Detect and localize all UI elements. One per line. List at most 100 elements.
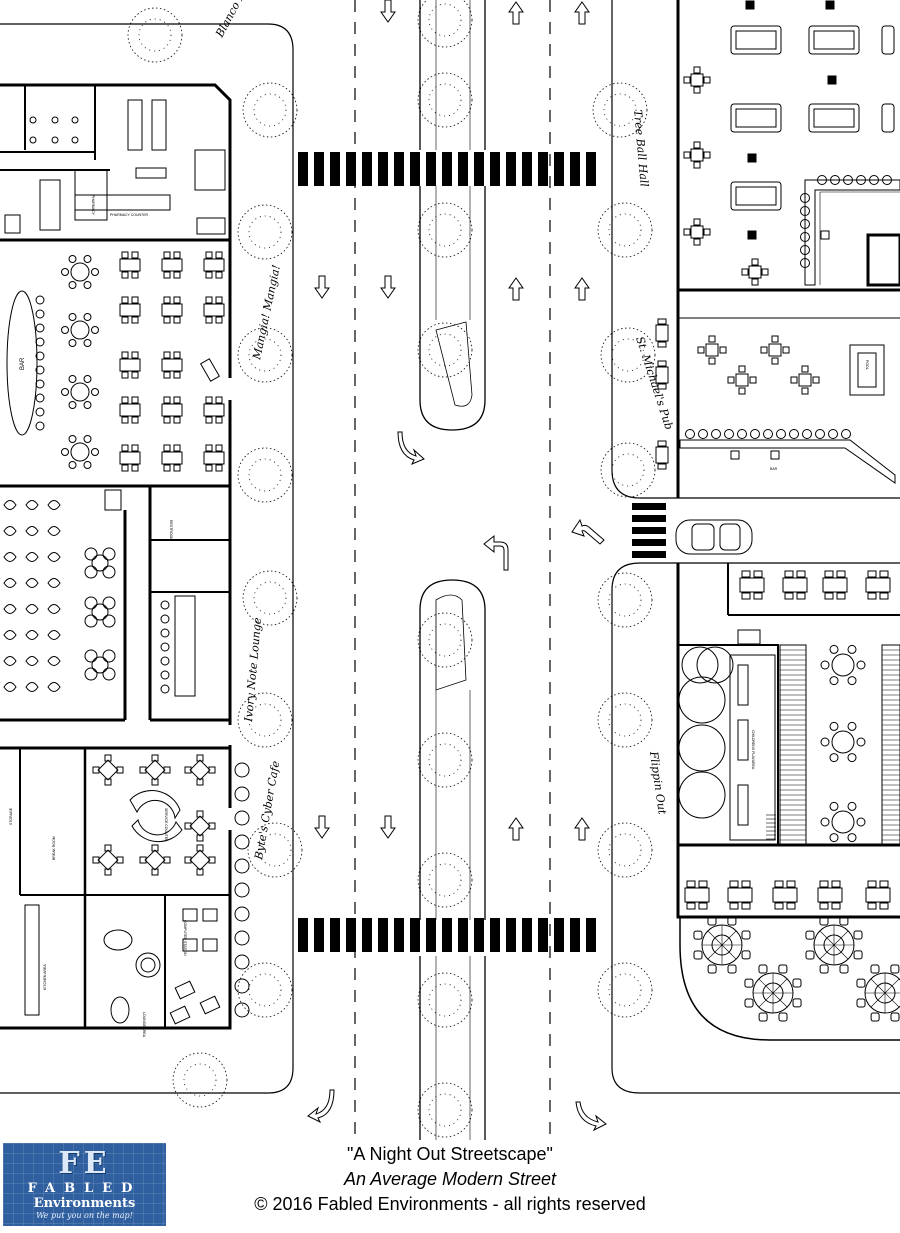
tree-canopy [417,0,473,48]
chair [173,416,181,424]
chair [208,856,216,864]
tree-canopy [237,692,293,748]
tree-canopy-inner [608,703,642,737]
umbrella-rib [707,930,723,946]
chair [820,660,830,670]
pool-table-felt [735,108,777,128]
tree-canopy [597,202,653,258]
chair [771,357,779,365]
tap [730,450,740,460]
chair [215,464,223,472]
dining-table [119,403,141,417]
chair [744,978,754,988]
bar-stool [35,379,45,389]
chair [196,754,204,762]
lounge-table [91,554,109,572]
lounge-chair [47,682,61,692]
booth-table [865,577,891,593]
chair [686,880,696,888]
chair [163,856,171,864]
chair [657,440,667,447]
crosswalk-stripe [570,918,580,952]
lounge-chair [3,500,17,510]
computer-desk [189,849,211,871]
booth-table [782,577,808,593]
tree-canopy [417,1082,473,1138]
tree-canopy [592,82,648,138]
room-label-bar-small: BAR [770,467,778,471]
footer: FE FABLED Environments We put you on the… [0,1140,900,1233]
tree-canopy [127,7,183,63]
tree-canopy [600,442,656,498]
chair [151,754,159,762]
lounge-chair [3,682,17,692]
tree-canopy-inner [138,18,172,52]
chair [84,667,98,681]
bar-stool [35,421,45,431]
chair [870,964,880,974]
dining-table [119,303,141,317]
chair [68,313,77,322]
chair [121,296,129,304]
crosswalk-stripe [490,152,500,186]
umbrella-rib [819,944,835,960]
booth-table [684,887,710,903]
umbrella-rib [833,930,849,946]
chair [91,448,99,456]
tree-canopy-inner [253,93,287,127]
chair [703,151,711,159]
st-michaels-pub-building [655,230,900,498]
crosswalk-stripe [362,918,372,952]
chair [856,817,866,827]
traffic-arrow [574,1,590,25]
chair [774,880,784,888]
chair [741,880,751,888]
crosswalk-stripe [362,152,372,186]
chair [792,998,802,1008]
chair [184,822,192,830]
chair [83,400,92,409]
chair [121,316,129,324]
chair [698,880,708,888]
bar-stool [724,429,734,439]
chair [801,365,809,373]
traffic-arrow [314,815,330,839]
chair [836,570,846,578]
chair [727,964,737,974]
sidewalk-table [234,930,250,946]
computer-desk [97,759,119,781]
median-lower [419,579,486,1140]
pillar [747,153,757,163]
chair [68,280,77,289]
crosswalk-stripe [410,918,420,952]
crosswalk-stripe [346,918,356,952]
crosswalk-stripe [538,918,548,952]
tap [770,450,780,460]
chair [693,930,703,940]
computer-desk [189,815,211,837]
bar-stool [800,193,810,203]
dining-table [203,451,225,465]
lounge-sofa [202,938,218,952]
chair [744,998,754,1008]
chair [829,721,839,731]
computer-desk [189,759,211,781]
chair [116,856,124,864]
room-label-lounge: LOUNGE AREA [142,1012,146,1038]
chair [104,844,112,852]
pool-table-felt [813,30,855,50]
chair [856,660,866,670]
pillar [747,230,757,240]
chair [61,326,69,334]
tree-canopy [597,692,653,748]
crosswalk-stripe [632,515,666,522]
chair [758,1012,768,1022]
umbrella-rib [772,992,788,1008]
logo-name-line1: FABLED [27,1181,142,1196]
crosswalk-stripe [346,152,356,186]
chair [831,880,841,888]
chair [102,667,116,681]
tree-canopy [417,612,473,668]
chair [205,464,213,472]
chair [84,565,98,579]
